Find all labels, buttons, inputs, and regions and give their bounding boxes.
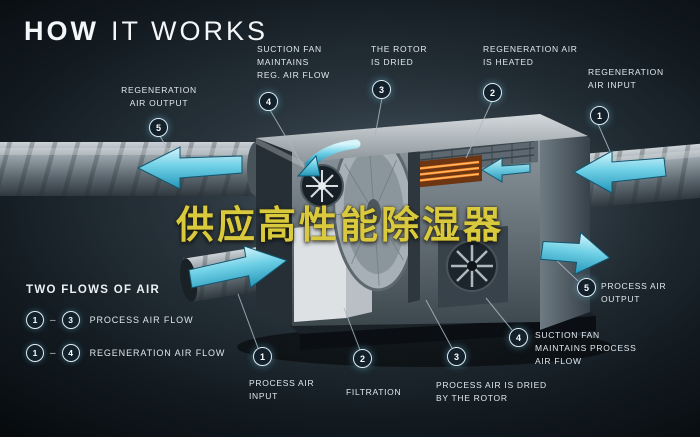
badge-process-input: 1 [253, 347, 272, 366]
legend-badge-regen-from: 1 [26, 344, 44, 362]
regen-output-arrow [136, 146, 243, 190]
heater-flow-arrow [481, 157, 531, 183]
badge-regeneration-fan: 4 [259, 92, 278, 111]
legend-label-regeneration: REGENERATION AIR FLOW [89, 348, 226, 358]
legend: TWO FLOWS OF AIR 1 – 3 PROCESS AIR FLOW … [26, 284, 225, 362]
label-regeneration-heated: REGENERATION AIR IS HEATED [483, 44, 578, 67]
label-regeneration-input: REGENERATION AIR INPUT [588, 67, 664, 90]
machine-left-wall [256, 138, 292, 326]
legend-title: TWO FLOWS OF AIR [26, 284, 161, 296]
leader-lines [159, 97, 613, 351]
rotor-frame [408, 128, 420, 303]
machine-right-wall [540, 116, 590, 330]
badge-process-output: 5 [577, 278, 596, 297]
process-output-arrow [540, 231, 611, 276]
label-filtration: FILTRATION [346, 387, 402, 397]
badge-regeneration-input: 1 [590, 106, 609, 125]
badge-regeneration-heated: 2 [483, 83, 502, 102]
legend-badge-regen-to: 4 [61, 344, 80, 362]
badge-regeneration-output: 5 [149, 118, 168, 137]
watermark-text: 供应高性能除湿器 [176, 205, 505, 247]
filter-housing [294, 222, 346, 322]
badge-process-fan: 4 [509, 328, 528, 347]
flow-arrows [136, 139, 667, 289]
label-regeneration-output: REGENERATION AIR OUTPUT [121, 85, 197, 108]
legend-row-process: 1 – 3 PROCESS AIR FLOW [26, 311, 225, 329]
legend-dash: – [50, 314, 56, 326]
title-word-how: HOW [24, 16, 99, 46]
page-title: HOW IT WORKS [24, 16, 268, 47]
badge-process-dried: 3 [447, 347, 466, 366]
label-process-dried: PROCESS AIR IS DRIED BY THE ROTOR [436, 380, 547, 403]
label-rotor-dried: THE ROTOR IS DRIED [371, 44, 428, 67]
title-word-it-works: IT WORKS [110, 16, 268, 46]
process-input-arrow [188, 245, 288, 289]
process-suction-fan [446, 240, 498, 292]
legend-badge-process-to: 3 [61, 311, 80, 329]
heater [412, 155, 482, 188]
label-process-output: PROCESS AIR OUTPUT [601, 281, 667, 304]
label-process-input: PROCESS AIR INPUT [249, 378, 315, 401]
label-process-fan: SUCTION FAN MAINTAINS PROCESS AIR FLOW [535, 330, 637, 366]
legend-label-process: PROCESS AIR FLOW [89, 315, 194, 325]
label-regeneration-fan: SUCTION FAN MAINTAINS REG. AIR FLOW [257, 44, 330, 80]
badge-rotor-dried: 3 [372, 80, 391, 99]
legend-dash: – [50, 347, 56, 359]
regen-input-arrow [572, 150, 667, 194]
legend-row-regeneration: 1 – 4 REGENERATION AIR FLOW [26, 344, 225, 362]
legend-badge-process-from: 1 [26, 311, 44, 329]
badge-filtration: 2 [353, 349, 372, 368]
rotor [332, 132, 416, 292]
